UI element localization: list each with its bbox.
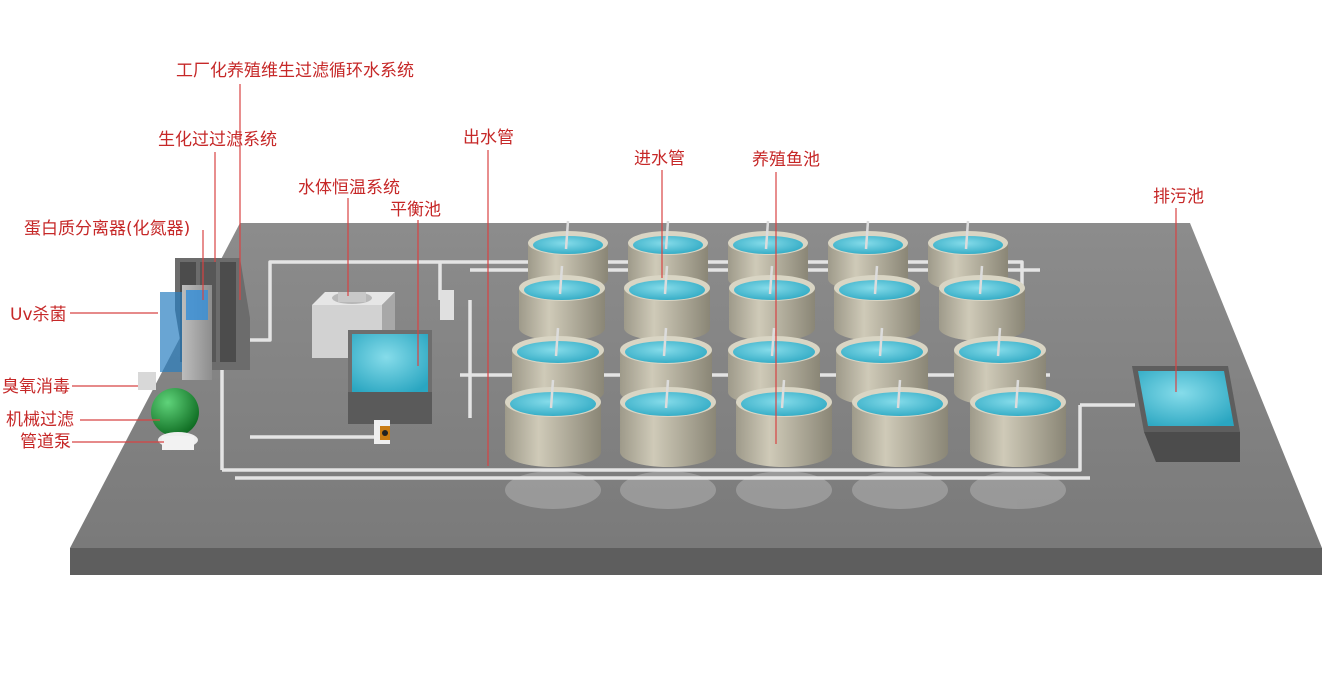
fish-tank	[505, 379, 601, 467]
fish-tank	[939, 265, 1025, 341]
fish-tank	[736, 379, 832, 467]
leader-lines	[70, 84, 1177, 466]
sphere-filter-icon	[151, 388, 199, 436]
label-bio-filter: 生化过过滤系统	[158, 130, 277, 150]
ozone-generator	[138, 372, 156, 390]
pump-icon	[374, 420, 390, 444]
label-sewage-tank: 排污池	[1153, 187, 1204, 207]
fish-tank	[519, 265, 605, 341]
label-ozone: 臭氧消毒	[2, 377, 70, 397]
tank-reflections	[505, 471, 1066, 509]
outlet-pipe-bottom	[222, 405, 1082, 472]
balance-tank	[348, 290, 454, 424]
bio-filter-panel-3	[220, 262, 236, 362]
fish-tank	[836, 327, 928, 406]
label-pump: 管道泵	[20, 432, 71, 452]
fish-tank	[852, 379, 948, 467]
sewage-tank	[1132, 366, 1240, 462]
protein-skimmer-window	[186, 290, 208, 320]
fish-tank	[970, 379, 1066, 467]
platform-front	[70, 548, 1322, 575]
label-uv: Uv杀菌	[10, 305, 67, 325]
label-mech-filter: 机械过滤	[6, 410, 74, 430]
label-protein-skimmer: 蛋白质分离器(化氮器)	[24, 219, 191, 239]
label-outlet-pipe: 出水管	[463, 128, 514, 148]
sphere-filter-stand	[162, 436, 194, 450]
label-recirc-system: 工厂化养殖维生过滤循环水系统	[176, 61, 414, 81]
fish-tank	[620, 379, 716, 467]
label-temp-system: 水体恒温系统	[298, 178, 400, 198]
fish-tank	[624, 265, 710, 341]
fish-tank-grid	[505, 220, 1066, 467]
label-fish-tanks: 养殖鱼池	[752, 150, 820, 170]
label-inlet-pipe: 进水管	[634, 149, 685, 169]
fish-tank	[834, 265, 920, 341]
fish-tank	[729, 265, 815, 341]
label-balance-tank: 平衡池	[390, 200, 441, 220]
filtration-equipment	[138, 258, 250, 450]
